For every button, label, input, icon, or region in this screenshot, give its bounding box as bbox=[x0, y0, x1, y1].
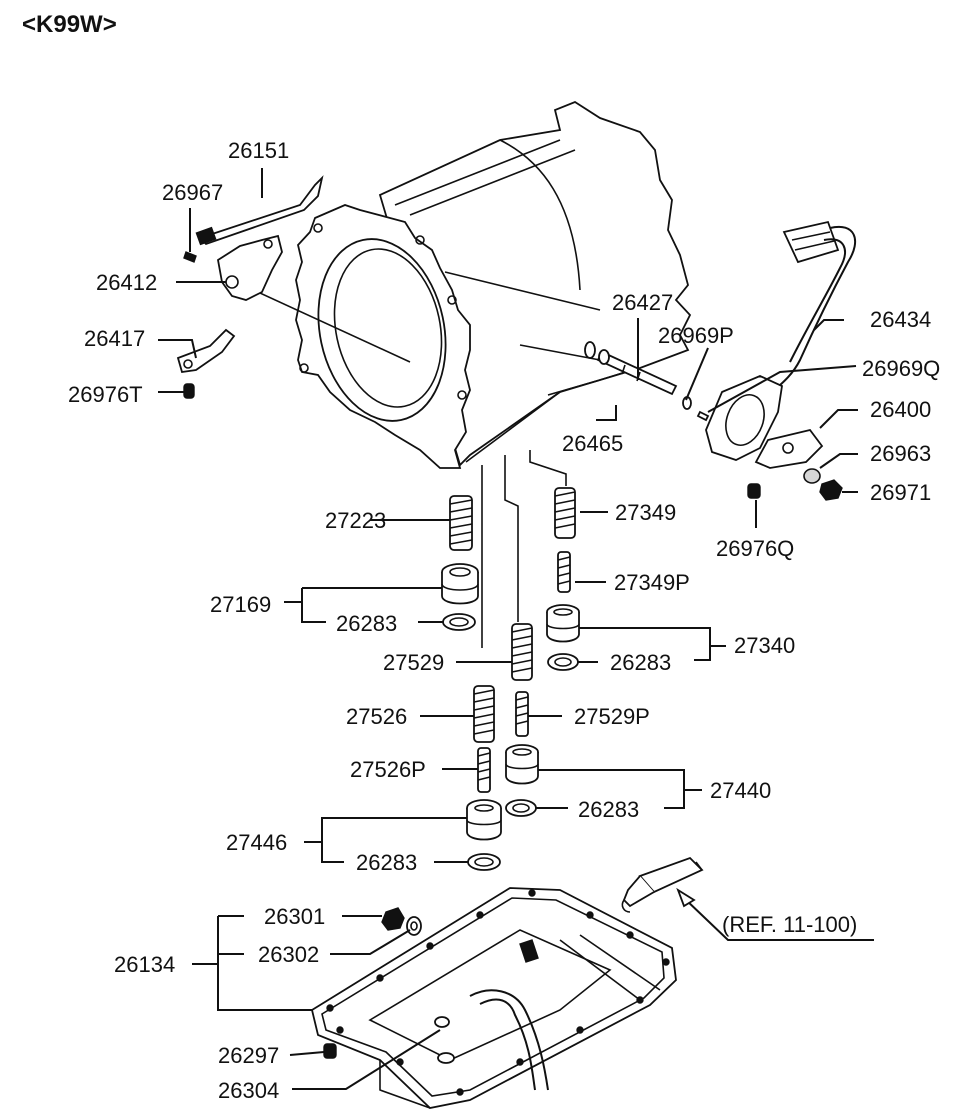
label-27340: 27340 bbox=[734, 633, 795, 658]
label-26400: 26400 bbox=[870, 397, 931, 422]
label-27446: 27446 bbox=[226, 830, 287, 855]
label-26969P: 26969P bbox=[658, 323, 734, 348]
part-26283-seal-c bbox=[505, 799, 537, 817]
label-26967: 26967 bbox=[162, 180, 223, 205]
label-26283-d: 26283 bbox=[356, 850, 417, 875]
part-27529P-spring bbox=[515, 691, 529, 737]
label-26134: 26134 bbox=[114, 952, 175, 977]
label-26417: 26417 bbox=[84, 326, 145, 351]
label-26971: 26971 bbox=[870, 480, 931, 505]
reference-note: (REF. 11-100) bbox=[722, 912, 857, 937]
part-27446-piston bbox=[466, 799, 502, 841]
ref-arrow bbox=[676, 887, 874, 941]
part-27526-spring bbox=[473, 685, 495, 743]
part-labels: 26151 26967 26412 26417 26976T 26427 269… bbox=[68, 138, 940, 1103]
part-26283-seal-d bbox=[467, 853, 501, 871]
label-27349P: 27349P bbox=[614, 570, 690, 595]
label-27169: 27169 bbox=[210, 592, 271, 617]
part-27529-spring bbox=[511, 623, 533, 681]
part-26971-nut bbox=[819, 479, 843, 501]
part-26297-bolt bbox=[323, 1043, 337, 1059]
label-26434: 26434 bbox=[870, 307, 931, 332]
part-26151-cable bbox=[195, 175, 324, 246]
label-27526P: 27526P bbox=[350, 757, 426, 782]
part-26283-seal-b bbox=[547, 653, 579, 671]
label-26301: 26301 bbox=[264, 904, 325, 929]
label-26304: 26304 bbox=[218, 1078, 279, 1103]
label-26283-b: 26283 bbox=[610, 650, 671, 675]
part-27340-piston bbox=[546, 604, 580, 643]
label-26427: 26427 bbox=[612, 290, 673, 315]
part-27349-spring bbox=[554, 487, 576, 539]
label-26283-a: 26283 bbox=[336, 611, 397, 636]
label-27349: 27349 bbox=[615, 500, 676, 525]
label-26302: 26302 bbox=[258, 942, 319, 967]
label-26465: 26465 bbox=[562, 431, 623, 456]
part-26976T-bolt bbox=[183, 383, 195, 399]
label-26969Q: 26969Q bbox=[862, 356, 940, 381]
label-27529: 27529 bbox=[383, 650, 444, 675]
label-26297: 26297 bbox=[218, 1043, 279, 1068]
part-26302-gasket bbox=[406, 916, 422, 936]
part-26283-seal-a bbox=[442, 613, 476, 631]
label-26151: 26151 bbox=[228, 138, 289, 163]
label-26283-c: 26283 bbox=[578, 797, 639, 822]
part-26301-drain-plug bbox=[381, 907, 405, 931]
label-27529P: 27529P bbox=[574, 704, 650, 729]
label-26963: 26963 bbox=[870, 441, 931, 466]
part-27169-piston bbox=[441, 563, 479, 605]
part-26412-bracket bbox=[217, 234, 283, 301]
label-27440: 27440 bbox=[710, 778, 771, 803]
part-26976Q-bolt bbox=[747, 483, 761, 499]
label-26976T: 26976T bbox=[68, 382, 143, 407]
label-26976Q: 26976Q bbox=[716, 536, 794, 561]
part-27349P-spring bbox=[557, 551, 571, 593]
part-26969Q-washer bbox=[696, 410, 710, 422]
label-26412: 26412 bbox=[96, 270, 157, 295]
label-27526: 27526 bbox=[346, 704, 407, 729]
label-27223: 27223 bbox=[325, 508, 386, 533]
part-27440-piston bbox=[505, 744, 539, 785]
sealant-tube bbox=[621, 856, 704, 913]
part-26963-washer bbox=[803, 468, 821, 484]
transmission-case bbox=[235, 100, 692, 469]
part-26400-switch bbox=[705, 375, 824, 469]
part-27526P-spring bbox=[477, 747, 491, 793]
part-27223-spring bbox=[449, 495, 473, 551]
part-26417-arm bbox=[176, 328, 236, 374]
leader-lines bbox=[158, 168, 858, 1090]
part-26434-harness bbox=[771, 220, 857, 393]
model-code-header: <K99W> bbox=[22, 11, 117, 38]
part-26967-clip bbox=[183, 251, 197, 263]
